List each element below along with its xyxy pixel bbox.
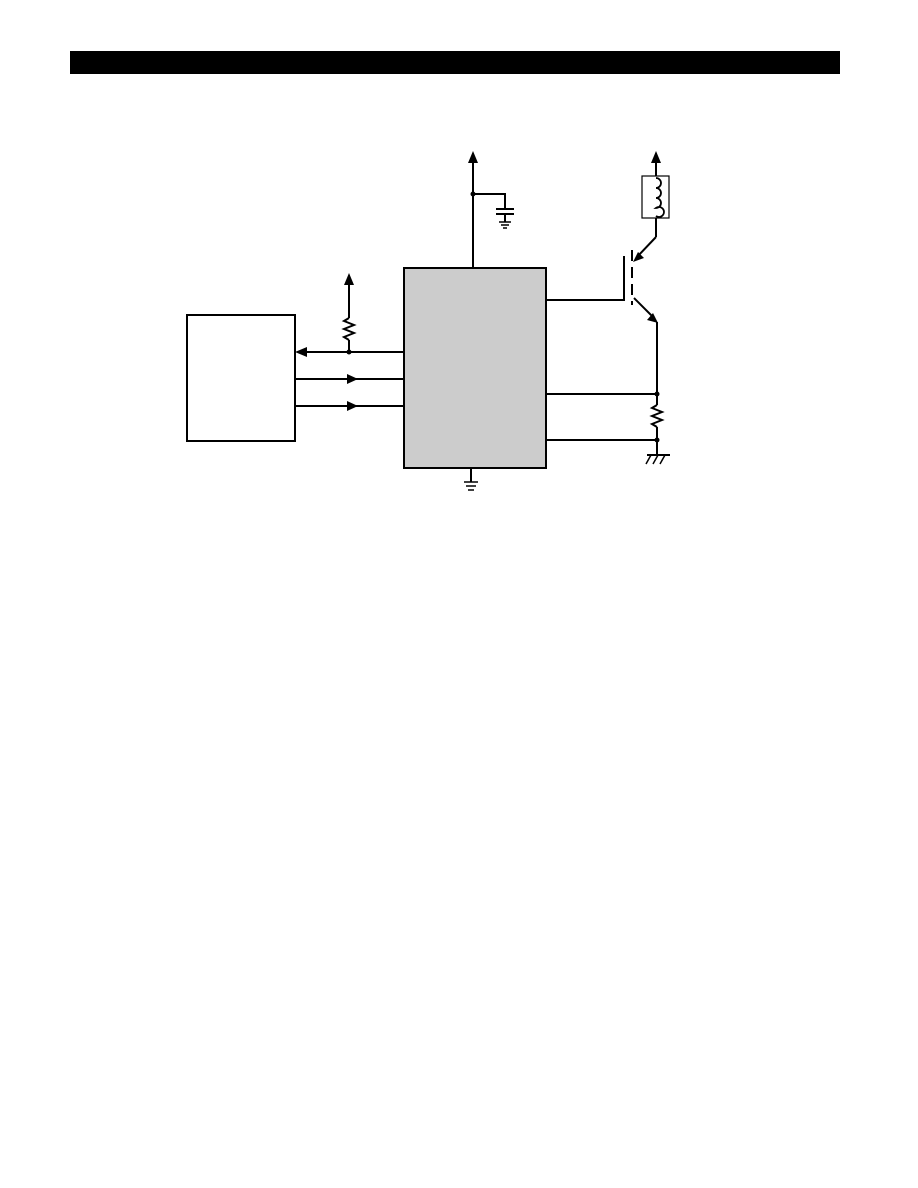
coil-supply-line (651, 151, 661, 176)
ground-return-line (546, 439, 658, 455)
chassis-ground (645, 454, 670, 465)
sense-line (546, 391, 660, 397)
signal-line-3 (295, 401, 404, 411)
driver-ic (403, 267, 547, 469)
decoupling-capacitor (496, 208, 514, 229)
ignition-coil (641, 175, 670, 237)
pullup-resistor (341, 273, 357, 355)
signal-line-2 (295, 374, 404, 384)
ic-ground (464, 468, 478, 491)
controller-block (186, 314, 296, 442)
ic-supply-line (468, 151, 506, 268)
signal-line-1 (295, 347, 404, 357)
header-bar (70, 51, 840, 74)
sense-resistor (649, 394, 665, 443)
igbt-transistor (546, 236, 658, 394)
